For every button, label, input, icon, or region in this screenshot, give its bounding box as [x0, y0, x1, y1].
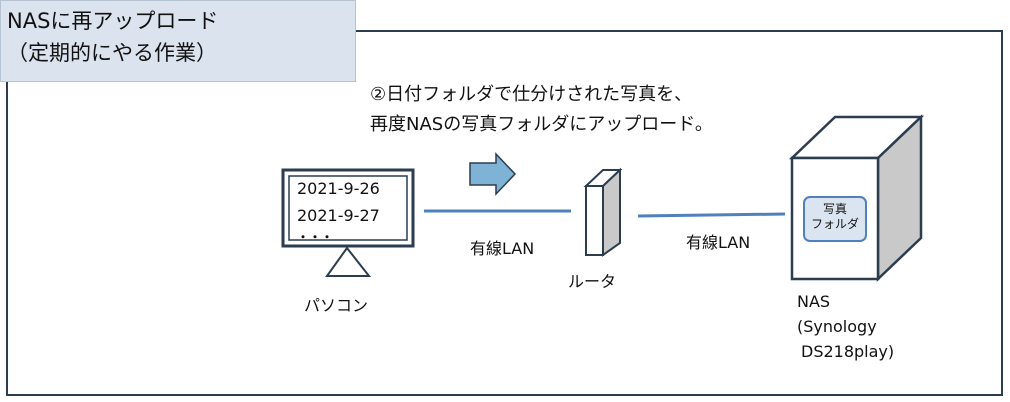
pc-folder-2: 2021-9-27 — [297, 206, 380, 225]
diagram-frame — [6, 30, 1003, 396]
pc-label: パソコン — [304, 296, 369, 315]
pc-stand — [325, 246, 372, 277]
title-box: NASに再アップロード （定期的にやる作業） — [0, 0, 356, 82]
router-label: ルータ — [568, 272, 617, 291]
nas-label-1: NAS — [797, 292, 831, 311]
lan-line-right — [637, 212, 786, 218]
pc-folder-ellipsis: ・・・ — [297, 230, 334, 244]
pc-folder-1: 2021-9-26 — [297, 179, 380, 198]
photo-folder: 写真 フォルダ — [803, 196, 867, 242]
title-line-2: （定期的にやる作業） — [7, 41, 217, 65]
router-side — [602, 167, 621, 257]
photo-folder-label-1: 写真 — [822, 202, 847, 216]
lan-label-right: 有線LAN — [686, 233, 751, 252]
photo-folder-label-2: フォルダ — [810, 217, 859, 231]
nas-label-3: DS218play) — [801, 342, 895, 361]
lan-label-left: 有線LAN — [470, 239, 535, 258]
nas-label-2: (Synology — [797, 317, 877, 336]
description-line-1: ②日付フォルダで仕分けされた写真を、 — [370, 84, 693, 105]
upload-arrow-icon — [469, 152, 517, 196]
router-front — [585, 185, 604, 256]
pc-screen — [288, 175, 408, 241]
description-line-2: 再度NASの写真フォルダにアップロード。 — [370, 114, 713, 135]
title-line-1: NASに再アップロード — [7, 9, 219, 33]
